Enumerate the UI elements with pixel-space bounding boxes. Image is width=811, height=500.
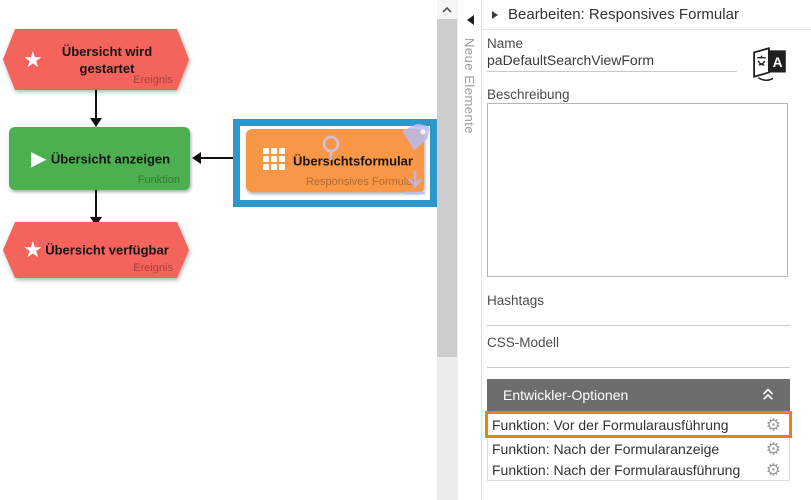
node-label: Übersicht anzeigen [50,151,171,166]
developer-options-title: Entwickler-Optionen [503,387,629,403]
dev-option-after-display[interactable]: Funktion: Nach der Formularanzeige ⚙ [488,438,789,459]
scroll-up-button[interactable] [437,0,457,19]
dev-option-after-execution[interactable]: Funktion: Nach der Formularausführung ⚙ [488,459,789,480]
developer-options-header[interactable]: Entwickler-Optionen [487,379,790,411]
gear-icon[interactable]: ⚙ [765,415,781,434]
double-chevron-up-icon[interactable] [760,386,776,407]
search-overlay-icon [320,134,342,167]
node-type-label: Ereignis [133,74,173,86]
gear-icon[interactable]: ⚙ [765,460,781,479]
new-elements-tab-label: Neue Elemente [462,38,477,135]
connector-arrow [200,157,233,159]
event-node-done[interactable]: ★ Übersicht verfügbar Ereignis [3,222,189,278]
developer-options-list: Funktion: Vor der Formularausführung ⚙ F… [485,411,792,481]
star-icon: ★ [23,46,43,72]
chevron-up-icon [442,6,452,13]
dev-option-label: Funktion: Vor der Formularausführung [492,416,729,433]
properties-panel: Bearbeiten: Responsives Formular Name A … [482,0,811,500]
play-icon: ▶ [31,147,47,170]
svg-text:A: A [773,55,783,70]
connector-arrow [95,90,97,119]
star-icon: ★ [23,237,43,262]
chevron-right-icon [492,10,498,19]
selection-frame [233,119,437,207]
download-icon [402,170,428,201]
event-node-start[interactable]: ★ Übersicht wird gestartet Ereignis [3,29,189,90]
dev-option-label: Funktion: Nach der Formularausführung [492,461,741,478]
description-field-label: Beschreibung [487,87,570,102]
name-input[interactable] [487,48,737,72]
panel-title: Bearbeiten: Responsives Formular [508,6,739,23]
gear-icon[interactable]: ⚙ [765,439,781,458]
process-diagram-canvas[interactable]: ★ Übersicht wird gestartet Ereignis ▶ Üb… [0,0,437,500]
dev-option-before-execution[interactable]: Funktion: Vor der Formularausführung ⚙ [485,411,792,438]
css-model-input[interactable] [487,344,790,368]
canvas-scrollbar[interactable] [437,0,457,500]
node-type-label: Funktion [137,174,180,186]
tag-icon [398,120,430,161]
node-label: Übersichtsformular [293,153,413,168]
new-elements-tab[interactable]: Neue Elemente [457,0,482,500]
connector-arrow [95,190,97,218]
description-textarea[interactable] [487,103,788,277]
name-field-label: Name [487,36,524,51]
node-label: Übersicht verfügbar [45,242,169,258]
node-type-label: Ereignis [133,262,173,274]
arrowhead-down-icon [90,217,102,226]
collapse-left-icon[interactable] [467,15,474,25]
function-node-show[interactable]: ▶ Übersicht anzeigen Funktion [9,127,190,190]
translate-icon[interactable]: A [752,44,790,87]
dev-option-label: Funktion: Nach der Formularanzeige [492,440,720,457]
arrowhead-left-icon [192,152,201,164]
panel-header[interactable]: Bearbeiten: Responsives Formular [482,0,811,30]
scrollbar-thumb[interactable] [437,19,457,357]
node-label: Übersicht wird gestartet [61,43,153,76]
hashtags-input[interactable] [487,302,790,326]
grid-icon [262,147,286,175]
node-type-label: Responsives Formular [305,176,416,188]
arrowhead-down-icon [90,118,102,127]
